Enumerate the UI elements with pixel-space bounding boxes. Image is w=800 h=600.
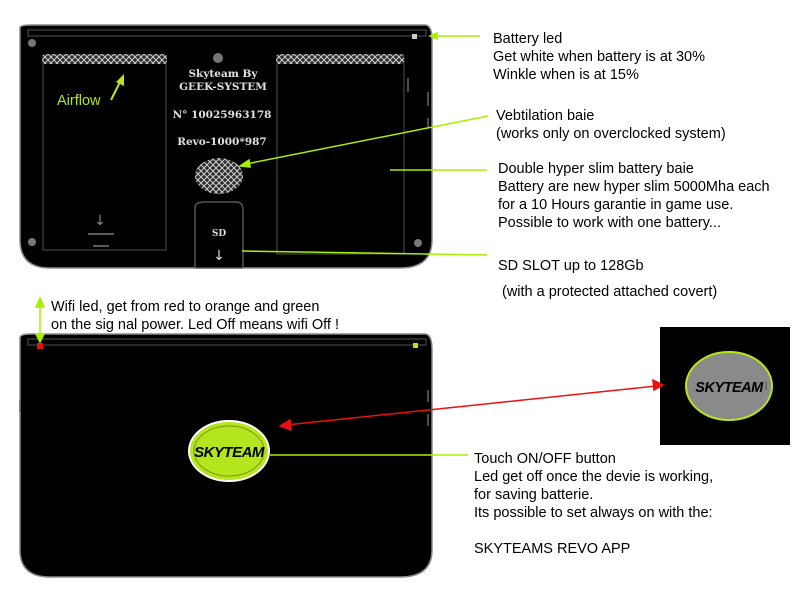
ventilation-grille xyxy=(195,158,243,194)
screw-icon xyxy=(28,238,36,246)
serial-number: N° 10025963178 xyxy=(173,109,272,121)
right-airflow-grille xyxy=(276,54,404,64)
back-panel: ↓ SD ↓ Skyteam By GEEK-SYSTEM N° 1002596… xyxy=(19,24,433,269)
front-led-icon xyxy=(413,343,418,348)
ventilation-callout-line xyxy=(245,115,489,165)
model-number: Revo-1000*987 xyxy=(177,136,267,148)
camera-hole-icon xyxy=(213,53,223,63)
brand-line1: Skyteam By xyxy=(188,68,258,80)
touch-button-callout: Touch ON/OFF button Led get off once the… xyxy=(474,451,714,557)
left-airflow-grille xyxy=(42,54,167,64)
sd-slot-callout-line xyxy=(241,250,488,256)
ventilation-callout: Vebtilation baie (works only on overcloc… xyxy=(496,108,726,142)
sd-slot-cover[interactable] xyxy=(194,201,244,269)
sd-label: SD xyxy=(212,229,226,239)
top-rail xyxy=(27,29,427,37)
screw-icon xyxy=(28,39,36,47)
inset-callout-arrow xyxy=(278,378,665,432)
brand-line2: GEEK-SYSTEM xyxy=(179,81,267,93)
wifi-led-callout: Wifi led, get from red to orange and gre… xyxy=(51,299,340,333)
sd-arrow-icon: ↓ xyxy=(213,248,225,264)
battery-bay-callout: Double hyper slim battery baie Battery a… xyxy=(498,161,770,231)
left-battery-bay xyxy=(42,57,167,251)
screw-icon xyxy=(414,239,422,247)
left-bay-arrow-icon: ↓ xyxy=(94,213,106,229)
battery-led-callout: Battery led Get white when battery is at… xyxy=(493,31,705,83)
right-battery-bay xyxy=(276,57,405,255)
battery-led-icon xyxy=(412,34,417,39)
wifi-led-icon xyxy=(37,343,43,349)
front-panel: SKYTEAM xyxy=(19,333,433,578)
airflow-label: Airflow xyxy=(57,93,101,109)
button-label: SKYTEAM xyxy=(194,444,265,461)
inset-button-label: SKYTEAM xyxy=(695,380,764,396)
sd-slot-callout: SD SLOT up to 128Gb (with a protected at… xyxy=(498,258,718,300)
button-inset: SKYTEAM xyxy=(660,327,790,445)
touch-power-button[interactable]: SKYTEAM xyxy=(188,420,270,482)
